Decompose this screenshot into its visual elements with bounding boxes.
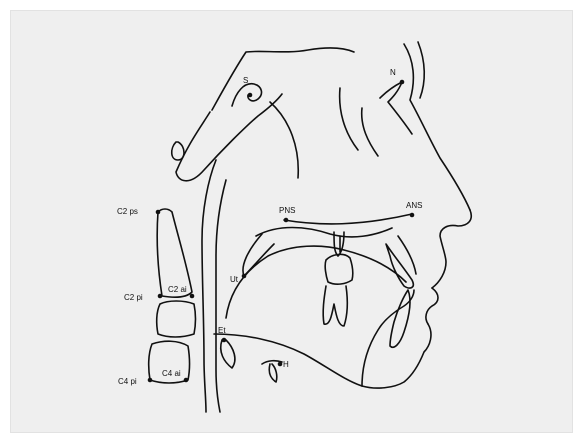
- lower-molar: [323, 286, 347, 326]
- landmark-label-pns: PNS: [279, 206, 295, 215]
- nasal-notch: [380, 82, 412, 134]
- landmark-label-h: H: [283, 360, 289, 369]
- landmark-dot-c4pi: [148, 378, 153, 383]
- upper-incisor: [386, 244, 413, 288]
- landmark-label-c2pi: C2 pi: [124, 293, 143, 302]
- landmark-dot-ans: [410, 213, 415, 218]
- ear-loop: [172, 142, 184, 160]
- tongue-dorsum: [226, 246, 406, 318]
- lower-incisor: [390, 290, 410, 347]
- landmark-label-ut: Ut: [230, 275, 239, 284]
- landmark-label-et: Et: [218, 326, 226, 335]
- epiglottis: [221, 340, 235, 368]
- landmark-dot-et: [222, 338, 227, 343]
- landmark-dot-ut: [242, 274, 247, 279]
- landmark-dot-c2ai: [190, 294, 195, 299]
- landmark-label-ans: ANS: [406, 201, 422, 210]
- orbit-curve: [340, 88, 358, 150]
- molar-crown: [325, 254, 353, 284]
- frontal-profile: [404, 44, 470, 210]
- landmark-dot-pns: [284, 218, 289, 223]
- anterior-airway: [216, 180, 226, 412]
- upper-lip: [426, 288, 438, 324]
- clivus-line: [270, 102, 298, 178]
- hard-palate: [284, 214, 412, 224]
- landmark-dot-c4ai: [184, 378, 189, 383]
- landmark-label-c4pi: C4 pi: [118, 377, 137, 386]
- c2-vertebra: [157, 209, 192, 297]
- orbit-curve-inner: [362, 108, 378, 156]
- mandible-symphysis: [362, 290, 414, 386]
- landmark-dot-s: [248, 93, 253, 98]
- landmark-dot-c2ps: [156, 210, 161, 215]
- lower-lip-chin: [362, 324, 431, 388]
- landmark-label-c2ai: C2 ai: [168, 285, 187, 294]
- nose-outline: [432, 210, 471, 288]
- sella-turcica-outline: [232, 84, 261, 106]
- landmark-dot-h: [278, 362, 283, 367]
- frontal-profile-inner: [418, 42, 424, 98]
- landmark-label-c2ps: C2 ps: [117, 207, 138, 216]
- palate-lower: [256, 228, 392, 237]
- sphenoid-outline: [176, 94, 282, 181]
- landmark-label-c4ai: C4 ai: [162, 369, 181, 378]
- posterior-pharyngeal-wall: [202, 160, 216, 412]
- landmark-label-s: S: [243, 76, 248, 85]
- landmark-dot-c2pi: [158, 294, 163, 299]
- upper-incisor-root: [398, 236, 416, 274]
- landmark-dot-n: [400, 80, 405, 85]
- c3-vertebra: [157, 301, 196, 337]
- landmark-label-n: N: [390, 68, 396, 77]
